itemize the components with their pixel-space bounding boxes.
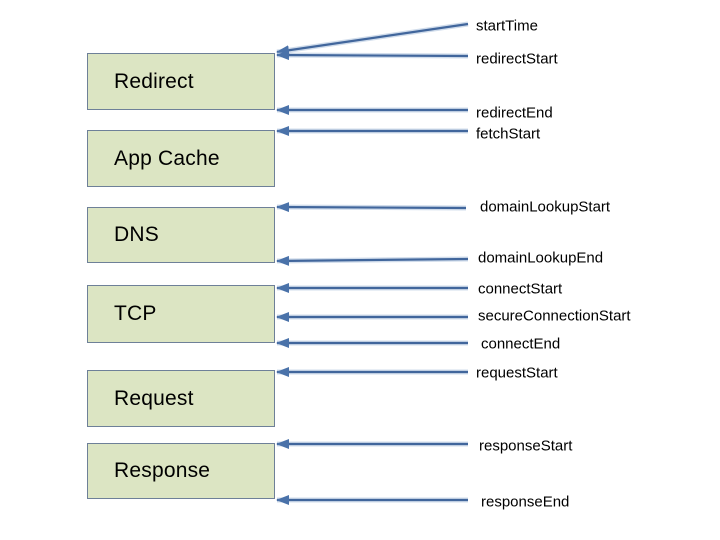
event-label-connectstart: connectStart	[478, 280, 563, 298]
phase-box-tcp: TCP	[87, 285, 275, 343]
phase-box-app-cache: App Cache	[87, 130, 275, 187]
event-label-domainlookupstart: domainLookupStart	[480, 198, 611, 216]
event-label-connectend: connectEnd	[481, 335, 561, 353]
event-label-responsestart: responseStart	[479, 437, 573, 455]
phase-box-response: Response	[87, 443, 275, 499]
phase-box-label: Redirect	[114, 69, 194, 93]
phase-box-label: DNS	[114, 223, 159, 246]
event-label-domainlookupend: domainLookupEnd	[478, 249, 604, 267]
event-label-responseend: responseEnd	[481, 493, 570, 511]
event-label-secureconnectionstart: secureConnectionStart	[478, 307, 631, 325]
event-label-redirectend: redirectEnd	[476, 104, 553, 122]
phase-box-request: Request	[87, 370, 275, 427]
phase-box-dns: DNS	[87, 207, 275, 263]
phase-box-label: Request	[114, 386, 194, 410]
event-label-requeststart: requestStart	[476, 364, 558, 382]
phase-box-redirect: Redirect	[87, 53, 275, 110]
event-label-redirectstart: redirectStart	[476, 50, 558, 68]
phase-box-label: App Cache	[114, 146, 220, 170]
phase-box-label: TCP	[114, 302, 157, 325]
phase-box-label: Response	[114, 459, 211, 482]
event-label-starttime: startTime	[476, 17, 538, 35]
event-label-fetchstart: fetchStart	[476, 125, 541, 143]
